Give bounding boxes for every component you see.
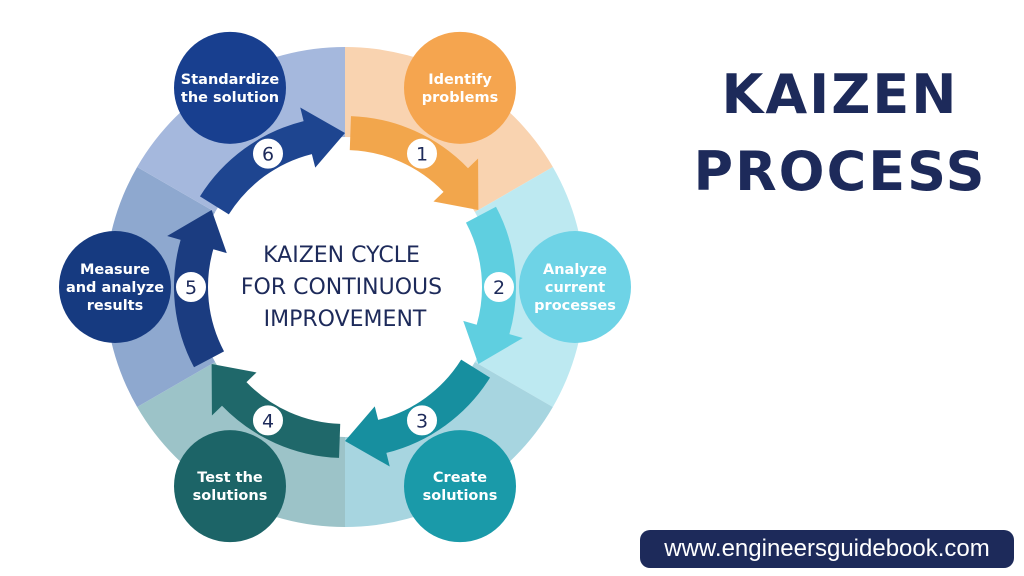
title-line-1: KAIZEN: [721, 63, 959, 126]
step-circle-3: Create solutions: [404, 430, 516, 543]
center-text-line-1: KAIZEN CYCLE: [263, 243, 420, 268]
step-label-line: Standardize: [181, 72, 280, 88]
step-label-line: current: [545, 280, 605, 296]
step-label-line: Identify: [428, 72, 492, 88]
step-badge-6: 6: [251, 136, 285, 171]
step-badge-4: 4: [251, 403, 285, 438]
website-badge: www.engineersguidebook.com: [640, 530, 1014, 568]
step-label-line: processes: [534, 298, 616, 314]
step-label-line: problems: [422, 90, 498, 106]
step-circle-bg: [404, 31, 516, 144]
step-circle-2: Analyze current processes: [519, 231, 631, 343]
step-number-badges: 1 2 3 4 5 6: [174, 136, 516, 438]
step-number: 4: [262, 410, 274, 432]
step-circle-6: Standardize the solution: [174, 31, 286, 144]
step-badge-circle: [405, 403, 439, 438]
step-circle-5: Measure and analyze results: [59, 231, 171, 343]
step-badge-circle: [251, 136, 285, 171]
step-label-line: and analyze: [66, 280, 164, 296]
step-badge-2: 2: [482, 270, 516, 304]
step-label-line: Create: [433, 470, 487, 486]
step-number: 6: [262, 144, 274, 166]
step-label-line: Analyze: [543, 262, 607, 278]
step-label: Standardize the solution: [181, 72, 280, 106]
step-label-line: solutions: [193, 488, 268, 504]
step-badge-circle: [482, 270, 516, 304]
step-label: Analyze current processes: [534, 262, 616, 314]
step-circle-bg: [174, 31, 286, 144]
step-label-line: results: [87, 298, 143, 314]
step-number: 1: [416, 144, 428, 166]
step-label: Measure and analyze results: [66, 262, 164, 314]
step-circle-bg: [404, 430, 516, 543]
center-text-line-2: FOR CONTINUOUS: [241, 275, 442, 300]
step-number: 2: [493, 277, 505, 299]
step-label-line: Test the: [197, 470, 263, 486]
step-circle-1: Identify problems: [404, 31, 516, 144]
step-badge-circle: [405, 136, 439, 171]
step-badge-1: 1: [405, 136, 439, 171]
center-text-line-3: IMPROVEMENT: [264, 307, 427, 332]
step-badge-circle: [251, 403, 285, 438]
step-number: 3: [416, 410, 428, 432]
step-circle-bg: [519, 231, 631, 343]
step-number: 5: [185, 277, 197, 299]
center-text: KAIZEN CYCLE FOR CONTINUOUS IMPROVEMENT: [241, 243, 449, 332]
step-circle-bg: [59, 231, 171, 343]
step-label-line: the solution: [181, 90, 279, 106]
step-badge-3: 3: [405, 403, 439, 438]
step-circle-4: Test the solutions: [174, 430, 286, 543]
step-circle-bg: [174, 430, 286, 543]
step-badge-5: 5: [174, 270, 208, 304]
title-line-2: PROCESS: [693, 140, 987, 203]
step-badge-circle: [174, 270, 208, 304]
step-label-line: solutions: [423, 488, 498, 504]
step-label-line: Measure: [80, 262, 150, 278]
step-label: Test the solutions: [193, 470, 268, 504]
step-label: Identify problems: [422, 72, 498, 106]
step-label: Create solutions: [423, 470, 498, 504]
